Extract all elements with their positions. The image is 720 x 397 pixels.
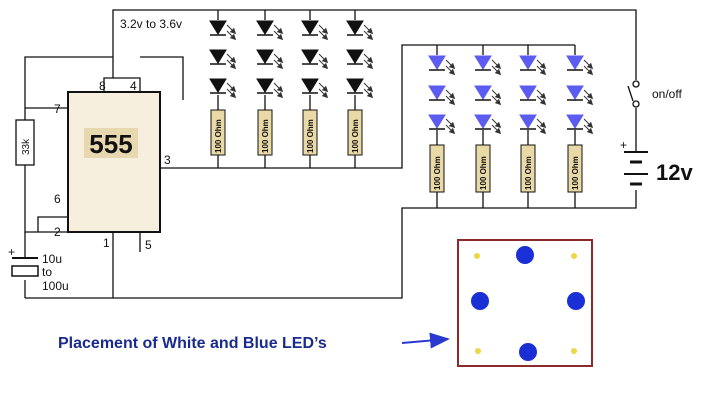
white-led-voltage-label: 3.2v to 3.6v xyxy=(120,17,182,31)
white-led-symbol-1-2 xyxy=(209,49,237,70)
capacitor: + 10u to 100u xyxy=(8,245,69,293)
pin-7-label: 7 xyxy=(54,102,61,116)
resistor-33k: 33k xyxy=(15,119,35,166)
on-off-switch: on/off xyxy=(627,80,682,108)
white-led-array xyxy=(209,20,374,99)
pin-8-label: 8 xyxy=(99,79,106,93)
pin-5-label: 5 xyxy=(145,238,152,252)
pin-4-label: 4 xyxy=(130,79,137,93)
resistor-blue-1: 100 Ohm xyxy=(429,144,445,193)
blue-led-symbol-1-3 xyxy=(428,114,456,135)
battery-voltage-label: 12v xyxy=(656,160,693,185)
white-led-symbol-4-1 xyxy=(346,20,374,41)
white-led-bottom-left xyxy=(475,348,481,354)
resistor-33k-label: 33k xyxy=(21,138,32,155)
white-led-symbol-1-3 xyxy=(209,78,237,99)
white-led-symbol-3-1 xyxy=(301,20,329,41)
switch-label: on/off xyxy=(652,87,682,101)
white-led-symbol-1-1 xyxy=(209,20,237,41)
blue-led-symbol-4-3 xyxy=(566,114,594,135)
blue-led-symbol-3-3 xyxy=(519,114,547,135)
resistor-white-3: 100 Ohm xyxy=(302,109,318,156)
resistor-blue-2: 100 Ohm xyxy=(475,144,491,193)
resistor-white-2: 100 Ohm xyxy=(257,109,273,156)
white-led-symbol-2-1 xyxy=(256,20,284,41)
white-led-symbol-2-3 xyxy=(256,78,284,99)
blue-led-symbol-1-1 xyxy=(428,55,456,76)
resistor-white-2-label: 100 Ohm xyxy=(261,119,270,153)
pin-6-label: 6 xyxy=(54,192,61,206)
pin-3-label: 3 xyxy=(164,153,171,167)
blue-led-right xyxy=(567,292,585,310)
led-placement-panel xyxy=(457,239,593,367)
cap-value-line3: 100u xyxy=(42,279,69,293)
blue-led-array xyxy=(428,55,594,135)
blue-led-symbol-2-3 xyxy=(474,114,502,135)
white-led-symbol-3-3 xyxy=(301,78,329,99)
resistor-white-1: 100 Ohm xyxy=(210,109,226,156)
white-led-symbol-2-2 xyxy=(256,49,284,70)
blue-led-symbol-4-1 xyxy=(566,55,594,76)
blue-led-symbol-3-1 xyxy=(519,55,547,76)
wiring xyxy=(24,9,637,299)
white-led-top-right xyxy=(571,253,577,259)
resistor-blue-3: 100 Ohm xyxy=(520,144,536,193)
blue-led-left xyxy=(471,292,489,310)
blue-led-bottom xyxy=(519,343,537,361)
ic-label: 555 xyxy=(89,129,132,159)
blue-led-symbol-2-2 xyxy=(474,85,502,106)
blue-led-symbol-4-2 xyxy=(566,85,594,106)
cap-value-line2: to xyxy=(42,265,52,279)
pin-2-label: 2 xyxy=(54,225,61,239)
resistor-white-4: 100 Ohm xyxy=(347,109,363,156)
resistor-blue-3-label: 100 Ohm xyxy=(524,156,533,190)
resistor-blue-2-label: 100 Ohm xyxy=(479,156,488,190)
blue-led-symbol-2-1 xyxy=(474,55,502,76)
blue-led-top xyxy=(516,246,534,264)
white-led-bottom-right xyxy=(571,348,577,354)
white-led-symbol-4-2 xyxy=(346,49,374,70)
cap-plus-label: + xyxy=(8,245,15,259)
resistor-white-3-label: 100 Ohm xyxy=(306,119,315,153)
resistor-blue-1-label: 100 Ohm xyxy=(433,156,442,190)
ic-555: 555 8 4 7 6 2 3 1 5 xyxy=(54,79,171,252)
white-led-top-left xyxy=(474,253,480,259)
blue-led-symbol-3-2 xyxy=(519,85,547,106)
placement-caption: Placement of White and Blue LED’s xyxy=(58,335,327,352)
resistor-white-4-label: 100 Ohm xyxy=(351,119,360,153)
cap-value-line1: 10u xyxy=(42,252,62,266)
resistor-white-1-label: 100 Ohm xyxy=(214,119,223,153)
blue-led-symbol-1-2 xyxy=(428,85,456,106)
battery-12v: + 12v xyxy=(620,135,693,190)
resistor-blue-4-label: 100 Ohm xyxy=(571,156,580,190)
white-led-symbol-4-3 xyxy=(346,78,374,99)
pin-1-label: 1 xyxy=(103,236,110,250)
resistor-blue-4: 100 Ohm xyxy=(567,144,583,193)
battery-plus-label: + xyxy=(620,138,627,152)
caption-arrow xyxy=(401,332,450,349)
white-led-symbol-3-2 xyxy=(301,49,329,70)
